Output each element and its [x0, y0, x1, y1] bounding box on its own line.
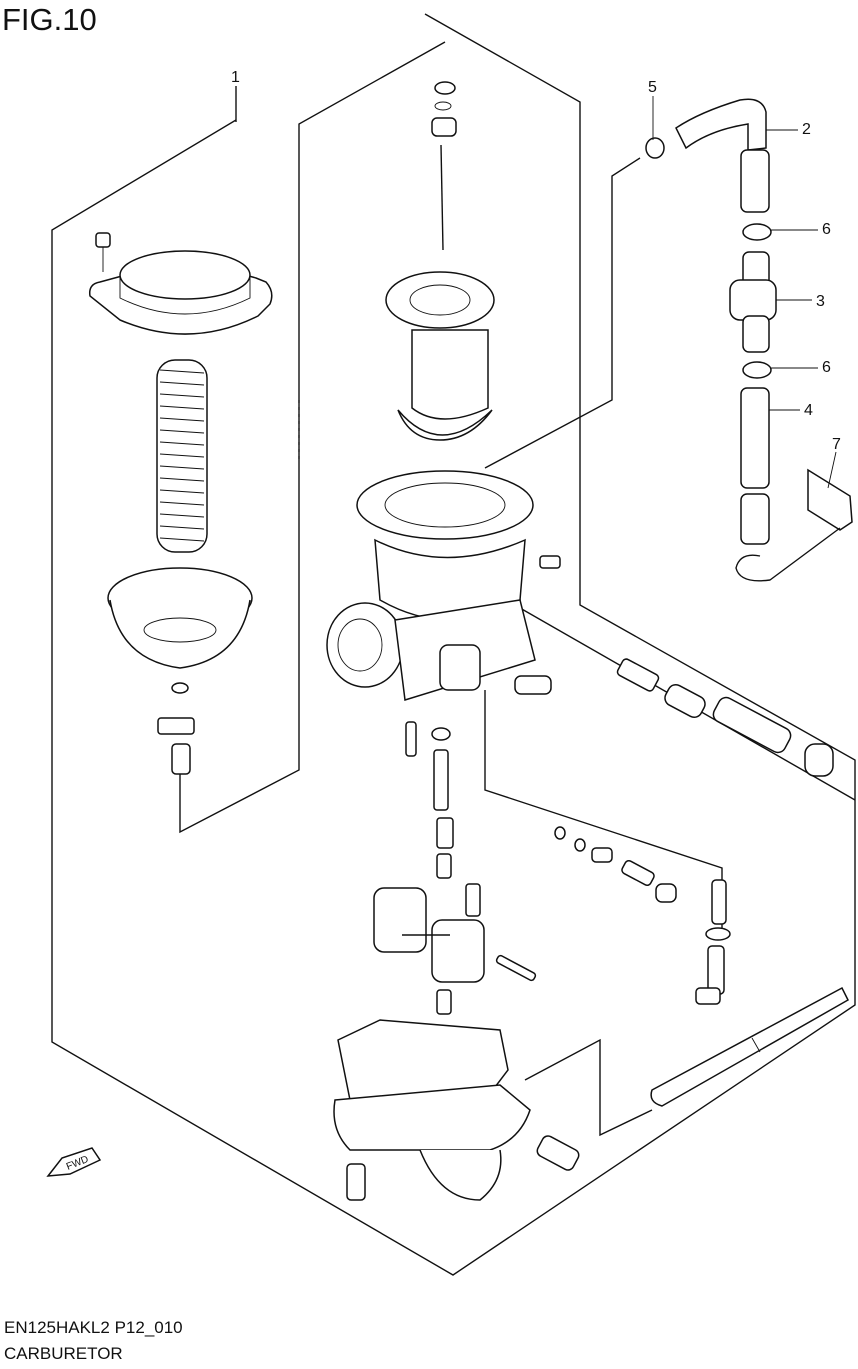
clip-5: [645, 137, 665, 159]
diagram-caption: CARBURETOR: [4, 1344, 123, 1363]
float-chamber: [333, 1019, 531, 1201]
forward-arrow-icon: FWD: [46, 1147, 102, 1177]
callout-7: 7: [832, 436, 841, 453]
carburetor-body: [326, 470, 561, 701]
callout-leader-7: [827, 451, 837, 489]
needle-clip-parts: [157, 682, 195, 775]
hose-4: [740, 387, 770, 545]
overflow-hose: [650, 986, 849, 1107]
callout-2: 2: [802, 121, 811, 138]
callout-5: 5: [648, 79, 657, 96]
figure-title: FIG.10: [2, 2, 97, 37]
clip-6-upper: [742, 223, 772, 241]
throttle-piston: [385, 271, 495, 441]
pilot-screw: [554, 826, 677, 903]
clip-6-lower: [742, 361, 772, 379]
diaphragm: [107, 567, 253, 669]
callout-3: 3: [816, 293, 825, 310]
hose-clamp-7: [735, 468, 853, 582]
diagram-code: EN125HAKL2 P12_010: [4, 1318, 183, 1337]
lower-link-line: [484, 690, 723, 930]
breather-hose-2: [675, 98, 767, 151]
main-jet-parts: [405, 721, 454, 879]
callout-4: 4: [804, 402, 813, 419]
bottom-link-line: [524, 1038, 653, 1137]
float-assembly: [373, 883, 537, 1015]
idle-adjust-screw: [616, 658, 834, 777]
callout-6-upper: 6: [822, 221, 831, 238]
inner-boundary-line: [179, 41, 446, 834]
throttle-stop-screw: [695, 879, 731, 1005]
callout-6-lower: 6: [822, 359, 831, 376]
hose-joint-3: [729, 251, 777, 353]
diaphragm-spring: [156, 359, 208, 553]
assembly-boundary-line: [51, 13, 856, 1276]
drain-screw: [536, 1135, 580, 1171]
right-link-line: [484, 157, 641, 469]
carburetor-top-cap: [88, 232, 273, 335]
jet-needle: [431, 81, 457, 251]
callout-1: 1: [231, 69, 240, 86]
upper-hose-segment: [740, 149, 770, 213]
